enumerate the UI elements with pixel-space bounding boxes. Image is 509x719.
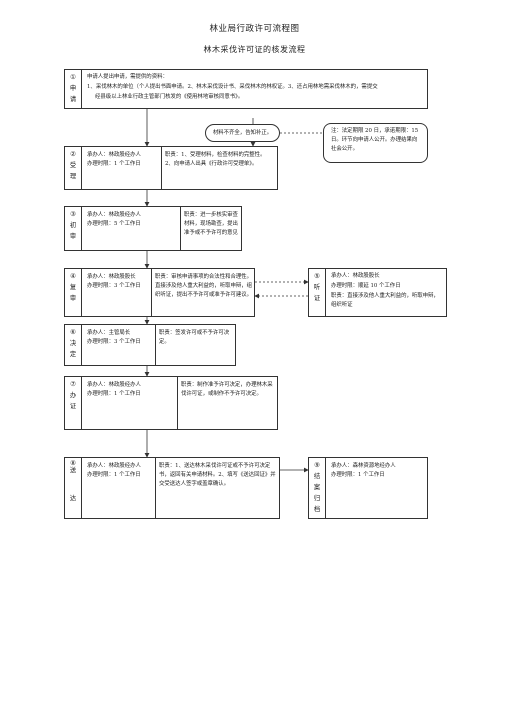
apply-line-3: 经县级以上林业行政主管部门核发的《使用林地审核同意书》。 bbox=[95, 94, 244, 100]
hearing-duty: 职责：直接涉及他人重大利益的，听取申辩，组织听证 bbox=[331, 293, 439, 309]
archive-box: ⑨ 结 案 归 档 承办人：森林资源地经办人 办理时限：1 个工作日 bbox=[308, 457, 428, 519]
review-box: ④ 复 审 承办人：林政股股长 办理时限：3 个工作日 职责：审核申请事项的合法… bbox=[64, 268, 255, 317]
step-issue-label: ⑦ 办 证 bbox=[65, 377, 82, 429]
accept-box: ② 受 理 承办人：林政股经办人 办理时限：1 个工作日 职责：1、受理材料，检… bbox=[64, 146, 278, 190]
step-deliver-label: ⑧ 送 达 bbox=[65, 458, 82, 518]
accept-duty: 职责：1、受理材料，检查材料的完整性。2、向申请人出具《行政许可受理单》。 bbox=[165, 152, 266, 168]
hearing-handler: 承办人：林政股股长 bbox=[331, 273, 380, 279]
archive-handler: 承办人：森林资源地经办人 办理时限：1 个工作日 bbox=[331, 463, 396, 479]
apply-line-1: 申请人提出申请，需提供的资料： bbox=[87, 74, 168, 80]
review-duty: 职责：审核申请事项的合法性和合理性。直接涉及他人重大利益的，听取申辩，组织听证，… bbox=[155, 274, 253, 299]
deliver-box: ⑧ 送 达 承办人：林政股经办人 办理时限：1 个工作日 职责：1、送达林木采伐… bbox=[64, 457, 280, 519]
legal-deadline-note: 注：法定期限 20 日，承诺期限：15 日。环节向申请人公开。办理结果向社会公开… bbox=[323, 123, 428, 163]
review-handler: 承办人：林政股股长 办理时限：3 个工作日 bbox=[87, 274, 141, 290]
step-review-label: ④ 复 审 bbox=[65, 269, 82, 316]
step-accept-label: ② 受 理 bbox=[65, 147, 82, 189]
preliminary-handler: 承办人：林政股经办人 办理时限：5 个工作日 bbox=[87, 212, 141, 228]
page-title: 林业局行政许可流程图 bbox=[209, 24, 300, 34]
step-decision-label: ⑥ 决 定 bbox=[65, 325, 82, 365]
hearing-deadline: 办理时限：顺延 10 个工作日 bbox=[331, 283, 401, 289]
step-preliminary-label: ③ 初 审 bbox=[65, 207, 82, 250]
page-subtitle: 林木采伐许可证的核发流程 bbox=[203, 45, 306, 54]
issue-box: ⑦ 办 证 承办人：林政股经办人 办理时限：1 个工作日 职责：制作准予许可决定… bbox=[64, 376, 278, 430]
preliminary-duty: 职责：进一步核实审查材料，现场勘查，提出准予或不予许可的意见 bbox=[184, 212, 238, 237]
step-hearing-label: ⑤ 听 证 bbox=[309, 269, 326, 316]
step-apply-label: ① 申 请 bbox=[65, 70, 82, 108]
apply-line-2: 1、采伐林木的单位（个人提出书面申请。2、林木采伐设计书、采伐林木的林权证。3、… bbox=[87, 84, 378, 90]
apply-box: ① 申 请 申请人提出申请，需提供的资料： 1、采伐林木的单位（个人提出书面申请… bbox=[64, 69, 428, 109]
supplement-note: 材料不齐全，告知补正。 bbox=[205, 124, 280, 142]
decision-box: ⑥ 决 定 承办人：主管局长 办理时限：3 个工作日 职责：签发许可或不予许可决… bbox=[64, 324, 236, 366]
hearing-box: ⑤ 听 证 承办人：林政股股长 办理时限：顺延 10 个工作日 职责：直接涉及他… bbox=[308, 268, 447, 317]
step-archive-label: ⑨ 结 案 归 档 bbox=[309, 458, 326, 518]
decision-duty: 职责：签发许可或不予许可决定。 bbox=[159, 330, 230, 346]
issue-handler: 承办人：林政股经办人 办理时限：1 个工作日 bbox=[87, 382, 141, 398]
decision-handler: 承办人：主管局长 办理时限：3 个工作日 bbox=[87, 330, 141, 346]
preliminary-box: ③ 初 审 承办人：林政股经办人 办理时限：5 个工作日 职责：进一步核实审查材… bbox=[64, 206, 242, 251]
accept-handler: 承办人：林政股经办人 办理时限：1 个工作日 bbox=[87, 152, 141, 168]
deliver-handler: 承办人：林政股经办人 办理时限：1 个工作日 bbox=[87, 463, 141, 479]
deliver-duty: 职责：1、送达林木采伐许可证或不予许可决定书，返回有关申请材料。2、填写《送达回… bbox=[159, 463, 276, 488]
issue-duty: 职责：制作准予许可决定，办理林木采伐许可证，或制作不予许可决定。 bbox=[181, 382, 273, 398]
